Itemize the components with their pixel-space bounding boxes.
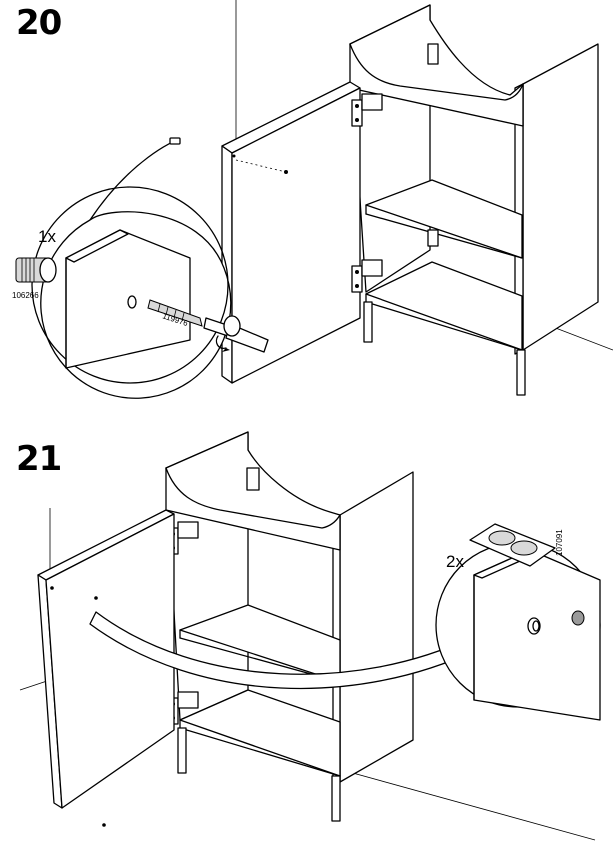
cabinet-leg (363, 301, 373, 343)
bumper-pad-sheet (469, 523, 556, 567)
cabinet-leg (516, 349, 526, 396)
hinge-icon (351, 93, 383, 127)
step-20-number: 20 (16, 3, 62, 43)
bracket-clip (427, 229, 439, 247)
step-20-illustration: 1x 106266 119976 (12, 0, 613, 399)
detail-magnifier-21: 2x 107091 (435, 523, 601, 721)
bracket-clip (427, 43, 439, 65)
part-code-label: 107091 (555, 529, 564, 556)
cabinet-body-20 (349, 4, 599, 396)
quantity-label: 2x (446, 552, 464, 571)
bracket-clip (246, 467, 260, 491)
cabinet-leg (331, 775, 341, 822)
step-21-number: 21 (16, 439, 62, 479)
cam-lock-nut (15, 257, 57, 283)
detail-magnifier-20: 1x 106266 119976 (12, 137, 269, 399)
cabinet-body-21 (165, 431, 414, 822)
hinge-icon (351, 259, 383, 293)
cabinet-leg (177, 727, 187, 774)
dowel-screw (127, 295, 203, 327)
step-21-illustration: 2x 107091 (19, 431, 601, 841)
screwdriver-icon (203, 315, 269, 353)
quantity-label: 1x (38, 227, 56, 246)
door-panel-21 (37, 509, 175, 827)
part-code-label: 106266 (12, 291, 39, 300)
